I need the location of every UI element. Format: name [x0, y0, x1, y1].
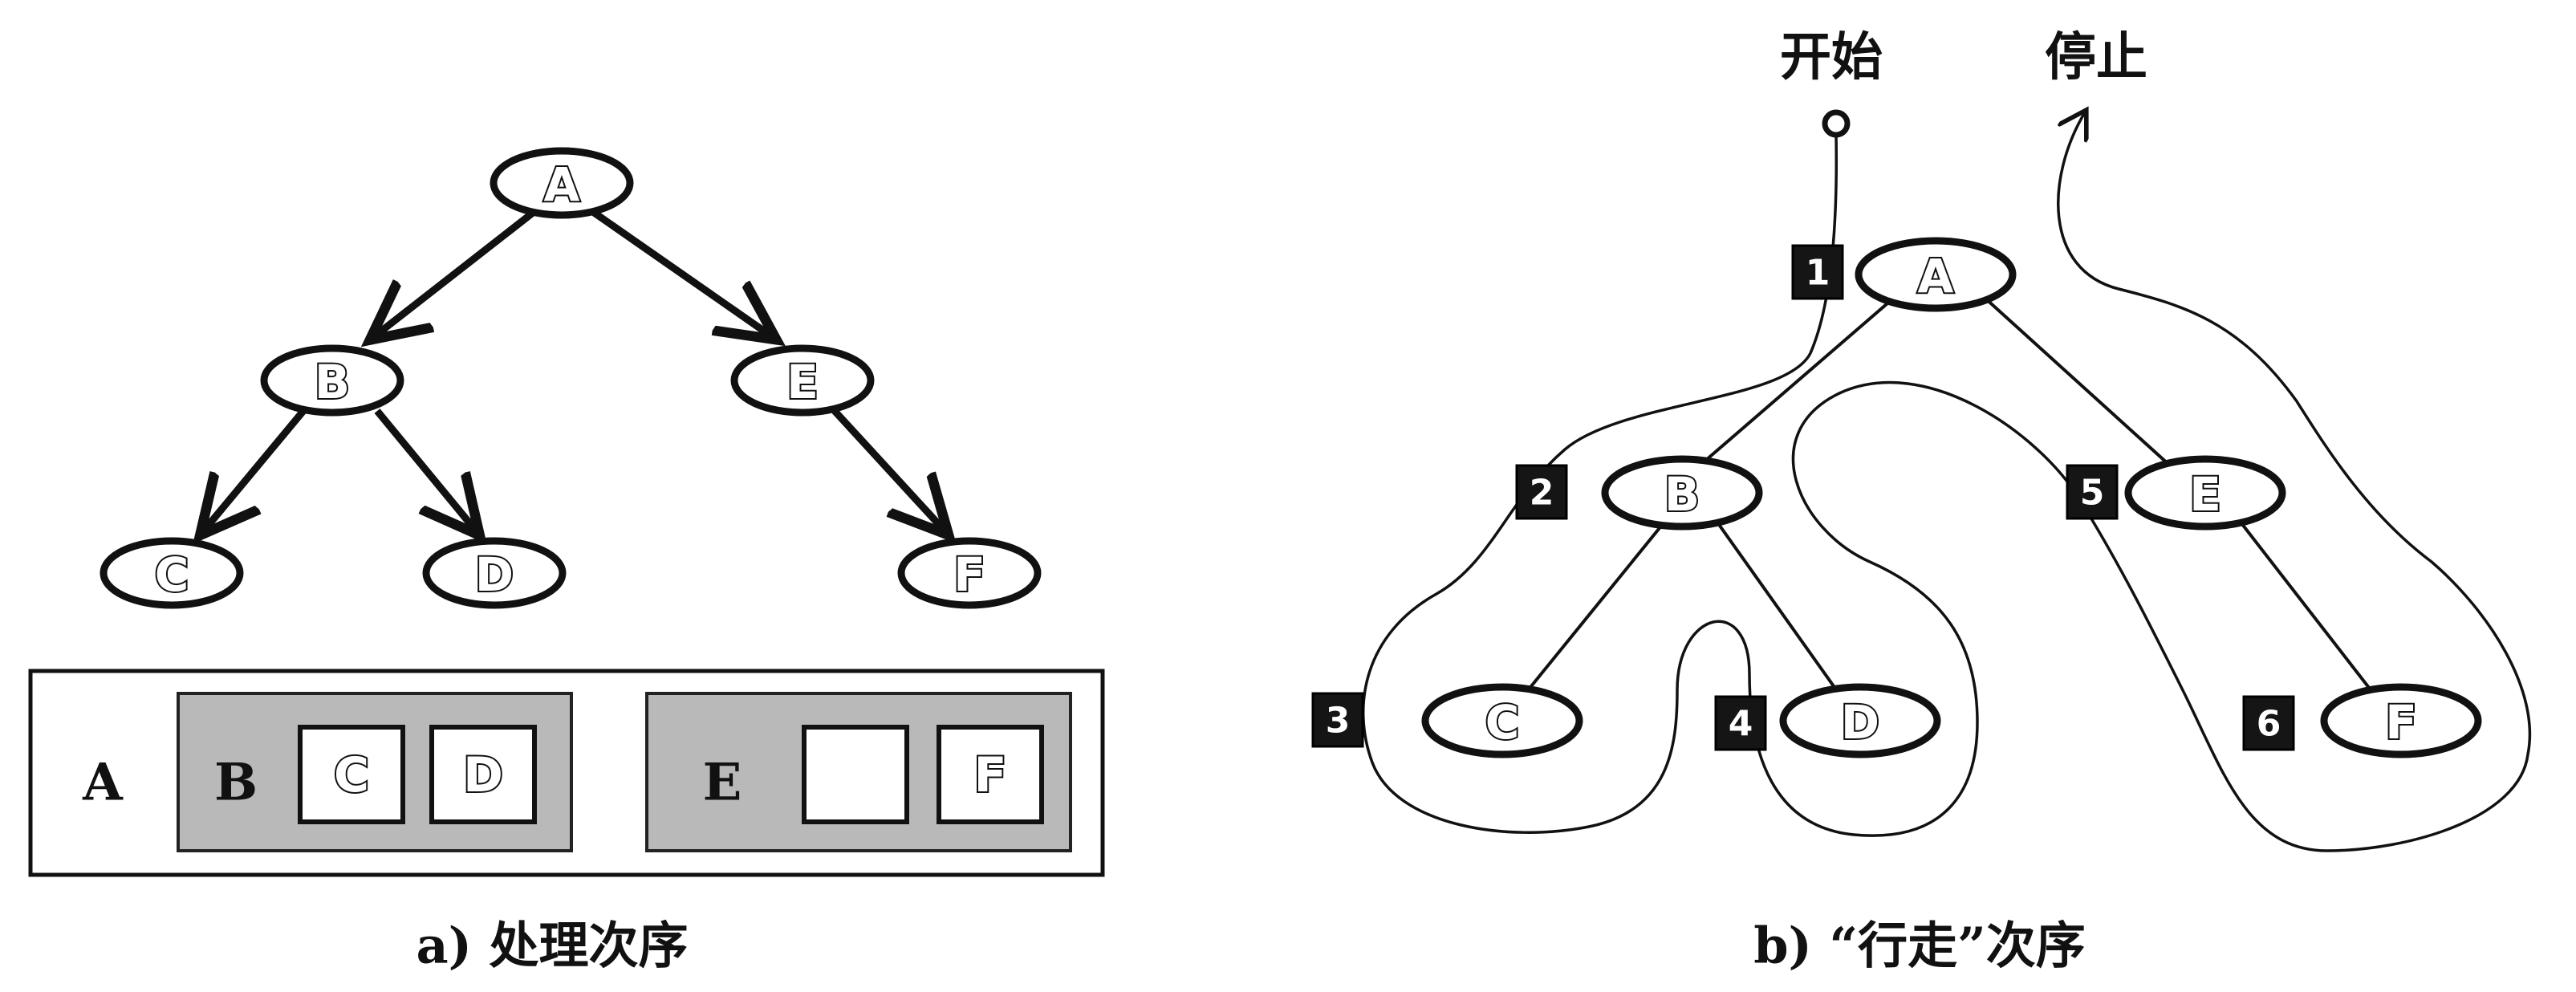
walk-node-label-d: D: [1841, 695, 1879, 750]
step-label-4: 4: [1729, 704, 1753, 745]
containment-diagram: A B C D E F: [28, 669, 1105, 877]
stop-label: 停止: [2045, 28, 2147, 87]
step-marker-2: 2: [1515, 464, 1568, 520]
edge-e-f: [831, 408, 944, 530]
leaf-box-f-label: F: [974, 747, 1007, 803]
start-point: [1822, 109, 1851, 138]
group-box-e-label: E: [703, 753, 742, 813]
walk-edge-a-e: [1982, 295, 2172, 467]
node-d: D: [422, 537, 567, 609]
root-box-label: A: [82, 753, 124, 813]
step-marker-4: 4: [1714, 695, 1767, 751]
step-marker-1: 1: [1791, 244, 1844, 300]
panel-a-edges: [205, 207, 944, 530]
leaf-box-c: [298, 725, 405, 824]
step-label-3: 3: [1326, 701, 1351, 742]
start-label: 开始: [1780, 28, 1883, 87]
node-f: F: [897, 537, 1042, 609]
node-e: E: [730, 344, 875, 417]
leaf-box-empty: [802, 725, 909, 824]
leaf-box-d: [429, 725, 537, 824]
walk-node-e: E: [2124, 455, 2286, 531]
node-label-a: A: [544, 157, 580, 212]
edge-b-d: [374, 409, 475, 530]
node-label-f: F: [953, 547, 985, 602]
node-label-c: C: [155, 547, 189, 602]
step-marker-5: 5: [2066, 464, 2119, 520]
panel-b-walk-order: 开始 停止 A B E C: [1311, 28, 2532, 975]
walk-node-label-e: E: [2189, 467, 2221, 522]
step-label-5: 5: [2080, 473, 2105, 514]
walk-node-b: B: [1601, 455, 1763, 531]
caption-a: a) 处理次序: [416, 917, 688, 975]
walk-edge-a-b: [1698, 302, 1889, 467]
panel-b-edges: [1526, 295, 2374, 693]
leaf-box-c-label: C: [334, 747, 369, 803]
step-label-1: 1: [1806, 253, 1830, 294]
walk-node-label-c: C: [1485, 695, 1520, 750]
walk-edge-b-d: [1714, 518, 1839, 693]
edge-a-e: [588, 207, 770, 335]
leaf-box-d-label: D: [463, 747, 503, 803]
node-label-d: D: [475, 547, 514, 602]
walk-path: [1362, 112, 2532, 852]
step-label-6: 6: [2257, 704, 2281, 745]
node-c: C: [100, 537, 244, 609]
step-marker-6: 6: [2242, 695, 2295, 751]
step-label-2: 2: [1530, 473, 1554, 514]
leaf-box-f: [937, 725, 1044, 824]
step-marker-3: 3: [1311, 692, 1364, 748]
walk-node-label-a: A: [1918, 249, 1954, 303]
caption-b: b) “行走”次序: [1753, 917, 2086, 975]
node-label-e: E: [786, 355, 819, 409]
walk-node-c: C: [1421, 683, 1583, 758]
walk-node-label-b: B: [1664, 467, 1700, 522]
walk-node-f: F: [2320, 683, 2482, 758]
node-b: B: [260, 344, 404, 417]
panel-a-processing-order: A B E C D F A B C: [28, 147, 1105, 975]
edge-a-b: [376, 207, 538, 335]
walk-edge-b-c: [1526, 518, 1668, 692]
edge-b-c: [205, 409, 307, 530]
walk-node-label-f: F: [2385, 695, 2417, 750]
walk-node-d: D: [1779, 683, 1941, 758]
walk-edge-e-f: [2237, 518, 2374, 693]
walk-node-a: A: [1855, 237, 2017, 312]
group-box-b-label: B: [214, 753, 258, 813]
node-a: A: [490, 147, 634, 219]
node-label-b: B: [315, 355, 350, 409]
